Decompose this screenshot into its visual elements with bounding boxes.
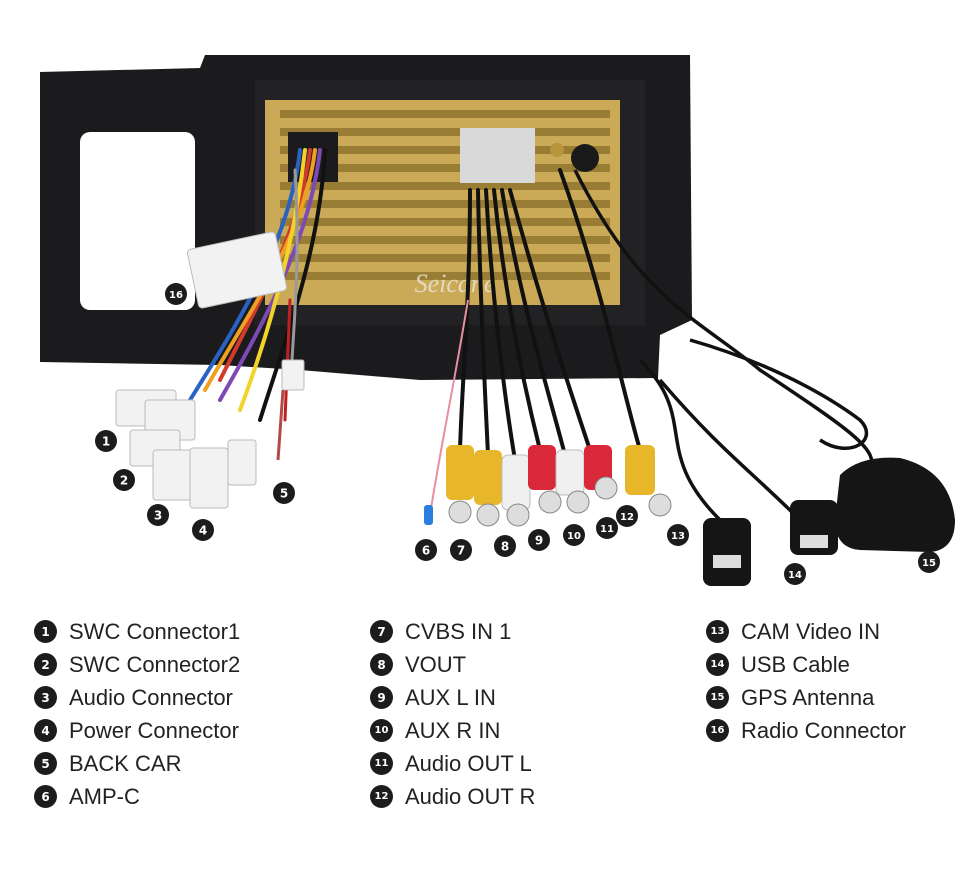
legend-label: SWC Connector1 bbox=[69, 618, 241, 644]
callout-8: 8 bbox=[494, 535, 516, 557]
legend-label: Audio OUT L bbox=[405, 750, 532, 776]
legend-number: 13 bbox=[706, 620, 729, 643]
watermark: Seicane bbox=[415, 269, 496, 298]
callout-3: 3 bbox=[147, 504, 169, 526]
legend-label: AUX L IN bbox=[405, 684, 496, 710]
legend-number: 5 bbox=[34, 752, 57, 775]
legend-number: 3 bbox=[34, 686, 57, 709]
callout-1: 1 bbox=[95, 430, 117, 452]
photo-callouts: 1 2 3 4 5 6 7 8 9 10 11 12 13 14 15 16 bbox=[95, 283, 940, 585]
legend-item: 6 AMP-C bbox=[34, 780, 240, 813]
callout-2: 2 bbox=[113, 469, 135, 491]
legend-label: VOUT bbox=[405, 651, 467, 677]
legend-item: 11 Audio OUT L bbox=[370, 747, 535, 780]
legend-item: 9 AUX L IN bbox=[370, 681, 535, 714]
legend-number: 14 bbox=[706, 653, 729, 676]
callout-15: 15 bbox=[918, 551, 940, 573]
legend-item: 15 GPS Antenna bbox=[706, 681, 906, 714]
legend-label: Power Connector bbox=[69, 717, 239, 743]
callout-13: 13 bbox=[667, 524, 689, 546]
callout-16: 16 bbox=[165, 283, 187, 305]
svg-text:5: 5 bbox=[280, 487, 288, 501]
legend-column-3: 13 CAM Video IN 14 USB Cable 15 GPS Antenna… bbox=[706, 615, 906, 747]
callout-5: 5 bbox=[273, 482, 295, 504]
amp-c-wire bbox=[429, 299, 469, 516]
rca-plugs bbox=[446, 445, 672, 527]
svg-text:16: 16 bbox=[169, 290, 183, 301]
svg-text:3: 3 bbox=[154, 509, 162, 523]
legend-number: 10 bbox=[370, 719, 393, 742]
usb-plugs bbox=[703, 500, 838, 586]
legend-label: USB Cable bbox=[741, 651, 850, 677]
legend-label: AMP-C bbox=[69, 783, 140, 809]
legend-number: 16 bbox=[706, 719, 729, 742]
legend-label: Radio Connector bbox=[741, 717, 907, 743]
legend-label: GPS Antenna bbox=[741, 684, 875, 710]
legend-number: 11 bbox=[370, 752, 393, 775]
legend-item: 13 CAM Video IN bbox=[706, 615, 906, 648]
svg-text:10: 10 bbox=[567, 531, 581, 542]
legend-label: BACK CAR bbox=[69, 750, 182, 776]
legend-number: 1 bbox=[34, 620, 57, 643]
svg-text:14: 14 bbox=[788, 570, 802, 581]
svg-text:4: 4 bbox=[199, 524, 207, 538]
legend-label: CAM Video IN bbox=[741, 618, 880, 644]
legend-item: 3 Audio Connector bbox=[34, 681, 240, 714]
amp-c-plug bbox=[424, 505, 433, 525]
legend-item: 7 CVBS IN 1 bbox=[370, 615, 535, 648]
connectors bbox=[115, 231, 305, 509]
svg-text:7: 7 bbox=[457, 544, 465, 558]
product-photo: Seicane bbox=[40, 55, 955, 586]
legend-item: 8 VOUT bbox=[370, 648, 535, 681]
gold-casing bbox=[265, 100, 620, 305]
legend-label: CVBS IN 1 bbox=[405, 618, 512, 644]
gps-antenna-body bbox=[835, 457, 955, 552]
rca-cables bbox=[458, 168, 642, 462]
svg-text:15: 15 bbox=[922, 558, 936, 569]
svg-text:6: 6 bbox=[422, 544, 430, 558]
legend-label: SWC Connector2 bbox=[69, 651, 241, 677]
svg-text:12: 12 bbox=[620, 512, 634, 523]
legend-number: 9 bbox=[370, 686, 393, 709]
legend-label: Audio OUT R bbox=[405, 783, 536, 809]
legend-label: Audio Connector bbox=[69, 684, 233, 710]
legend-number: 15 bbox=[706, 686, 729, 709]
legend-number: 6 bbox=[34, 785, 57, 808]
callout-9: 9 bbox=[528, 529, 550, 551]
legend-label: AUX R IN bbox=[405, 717, 501, 743]
svg-text:11: 11 bbox=[600, 524, 614, 535]
svg-text:2: 2 bbox=[120, 474, 128, 488]
legend-item: 4 Power Connector bbox=[34, 714, 240, 747]
callout-11: 11 bbox=[596, 517, 618, 539]
svg-text:9: 9 bbox=[535, 534, 543, 548]
svg-text:8: 8 bbox=[501, 540, 509, 554]
callout-12: 12 bbox=[616, 505, 638, 527]
legend-number: 8 bbox=[370, 653, 393, 676]
legend-number: 4 bbox=[34, 719, 57, 742]
usb-gps-cables bbox=[573, 169, 874, 522]
legend-number: 7 bbox=[370, 620, 393, 643]
legend-item: 10 AUX R IN bbox=[370, 714, 535, 747]
svg-text:13: 13 bbox=[671, 531, 685, 542]
callout-10: 10 bbox=[563, 524, 585, 546]
legend-column-2: 7 CVBS IN 1 8 VOUT 9 AUX L IN 10 AUX R IN 11… bbox=[370, 615, 535, 813]
legend-column-1: 1 SWC Connector1 2 SWC Connector2 3 Audio C… bbox=[34, 615, 240, 813]
legend-item: 5 BACK CAR bbox=[34, 747, 240, 780]
legend-item: 16 Radio Connector bbox=[706, 714, 906, 747]
callout-4: 4 bbox=[192, 519, 214, 541]
callout-7: 7 bbox=[450, 539, 472, 561]
legend-item: 1 SWC Connector1 bbox=[34, 615, 240, 648]
callout-14: 14 bbox=[784, 563, 806, 585]
callout-6: 6 bbox=[415, 539, 437, 561]
legend-number: 2 bbox=[34, 653, 57, 676]
legend-item: 12 Audio OUT R bbox=[370, 780, 535, 813]
legend-number: 12 bbox=[370, 785, 393, 808]
legend-item: 14 USB Cable bbox=[706, 648, 906, 681]
back-car-wire bbox=[276, 389, 285, 461]
legend-item: 2 SWC Connector2 bbox=[34, 648, 240, 681]
svg-text:1: 1 bbox=[102, 435, 110, 449]
